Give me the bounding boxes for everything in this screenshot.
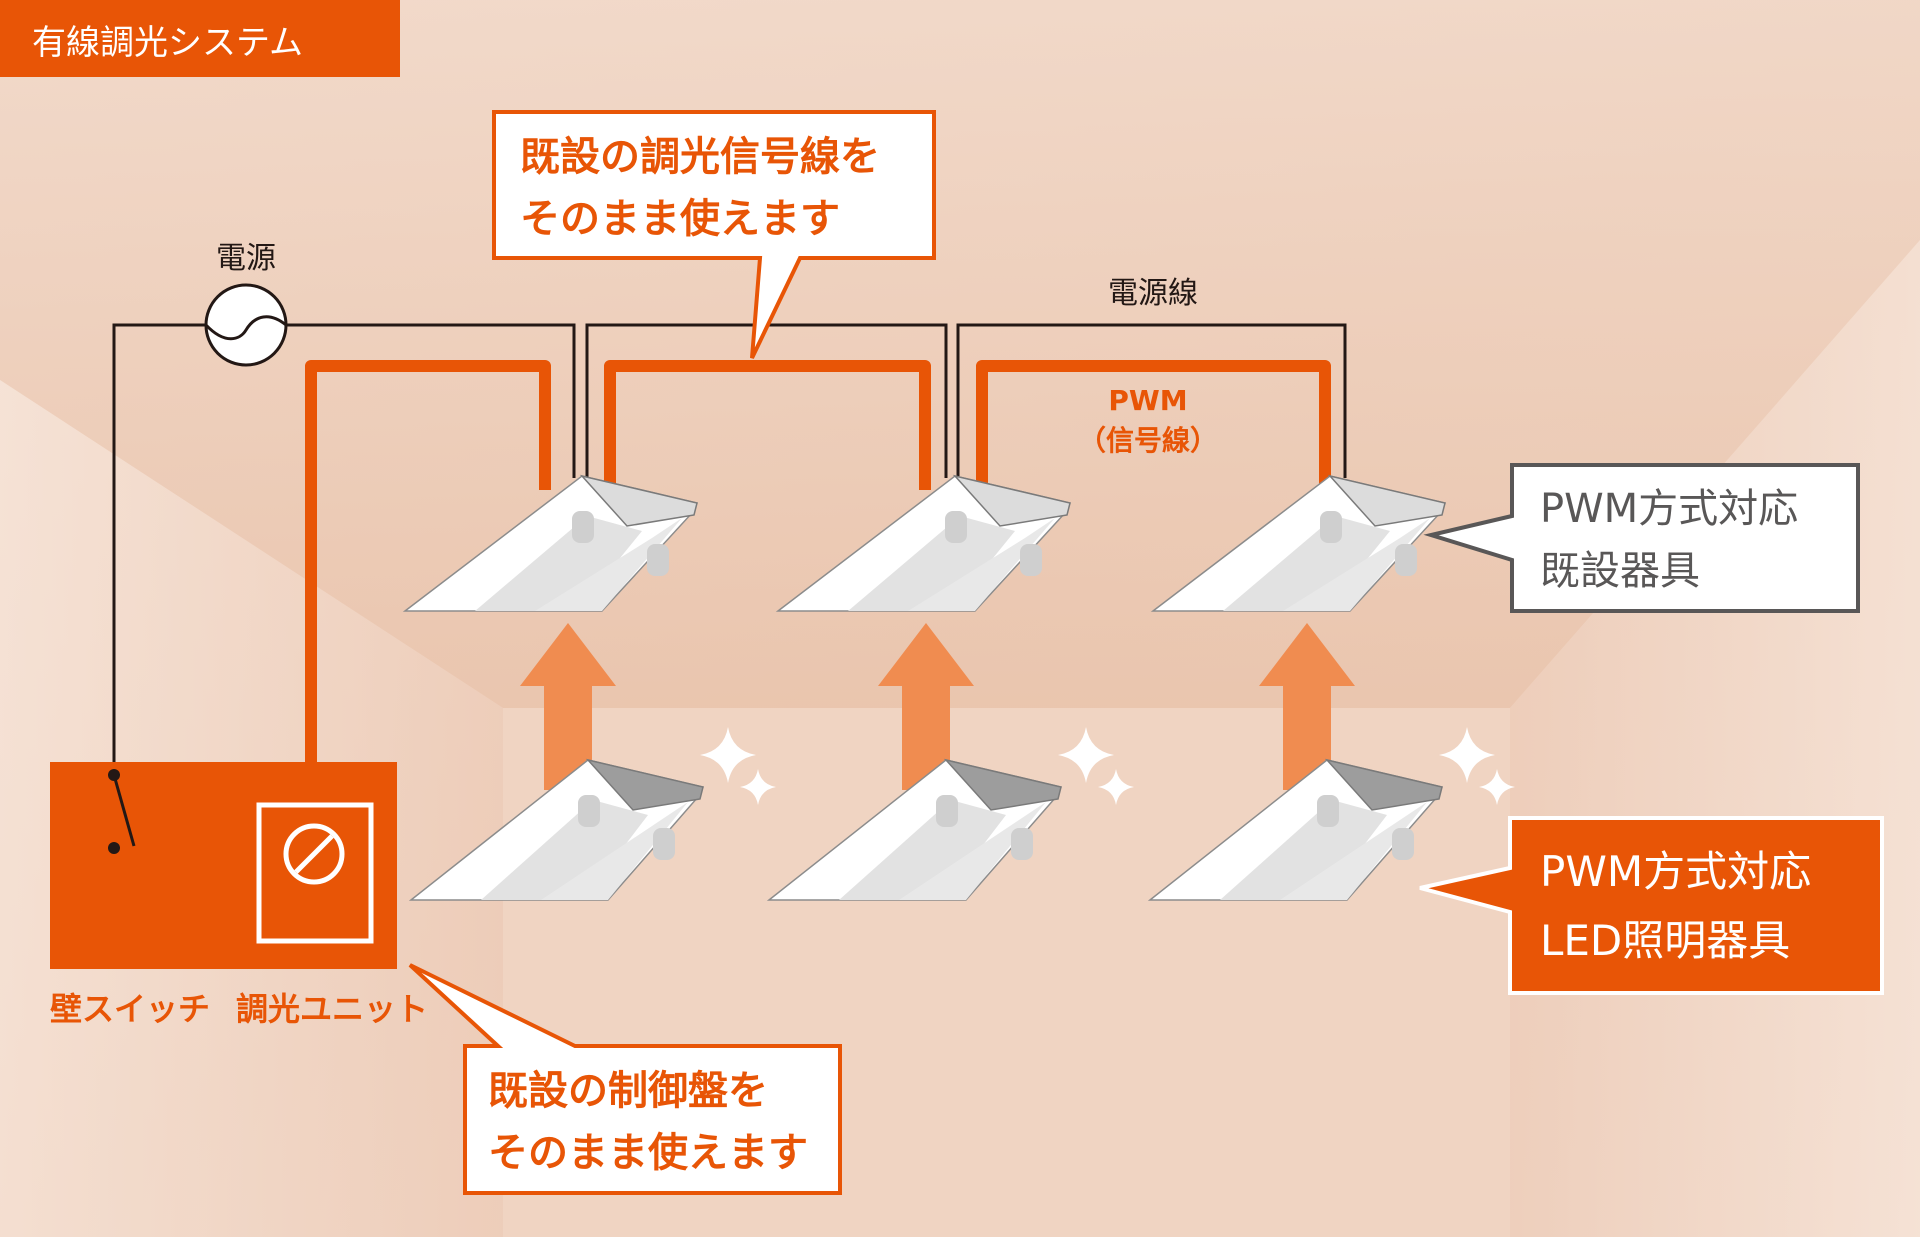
led-fixture-2 [766,758,1063,901]
signal-line-label: （信号線） [1078,424,1218,457]
dimmer-unit-label: 調光ユニット [236,990,428,1028]
switch-icon [108,769,136,854]
power-line-label: 電源線 [1108,276,1198,311]
ac-source-icon [204,283,288,367]
power-wire-loop3 [956,323,1347,478]
power-wire-left [112,323,206,775]
pwm-label: PWM [1108,384,1187,417]
callout-led-fixture: PWM方式対応 LED照明器具 [1419,816,1884,995]
arrow-up-icon [878,623,974,790]
power-source-label: 電源 [216,241,276,276]
sparkle-icon [700,727,756,783]
callout-control-panel-text2: そのまま使えます [488,1130,808,1176]
title-tag [0,0,400,77]
callout-led-fixture-text1: PWM方式対応 [1540,847,1811,896]
existing-fixture-2 [775,474,1072,612]
existing-fixtures [402,474,1447,612]
callout-signal-line: 既設の調光信号線を そのまま使えます [492,110,936,359]
callout-led-fixture-text2: LED照明器具 [1540,916,1790,965]
sparkle-icon [1098,769,1134,805]
callout-control-panel: 既設の制御盤を そのまま使えます [408,963,842,1195]
sparkle-icon [1058,727,1114,783]
dimmer-knob-icon [283,823,345,885]
led-fixture-1 [408,758,705,901]
wall-switch-label: 壁スイッチ [50,990,210,1028]
arrow-up-icon [520,623,616,790]
callout-signal-line-text1: 既設の調光信号線を [520,134,880,180]
control-panel [50,762,397,969]
replacement-arrows [520,623,1355,790]
led-fixture-3 [1147,758,1444,901]
sparkle-icon [740,769,776,805]
arrow-up-icon [1259,623,1355,790]
signal-wires [305,360,1331,762]
sparkle-icon [1479,769,1515,805]
sparkles [700,727,1515,805]
callout-existing-fixture-text2: 既設器具 [1540,548,1700,594]
power-wire-loop1 [286,323,576,478]
control-panel-box [50,762,397,969]
page-title: 有線調光システム [32,23,303,63]
signal-wire-loop2 [604,360,931,490]
led-fixtures [408,758,1444,901]
existing-fixture-1 [402,474,699,612]
dimmer-unit-box [256,802,374,944]
sparkle-icon [1439,727,1495,783]
signal-wire-loop1 [305,360,551,762]
existing-fixture-3 [1150,474,1447,612]
callout-existing-fixture-text1: PWM方式対応 [1540,486,1798,532]
callout-control-panel-text1: 既設の制御盤を [488,1068,768,1114]
callout-existing-fixture: PWM方式対応 既設器具 [1423,463,1860,613]
signal-wire-loop3 [976,360,1331,490]
callout-signal-line-text2: そのまま使えます [520,196,840,242]
